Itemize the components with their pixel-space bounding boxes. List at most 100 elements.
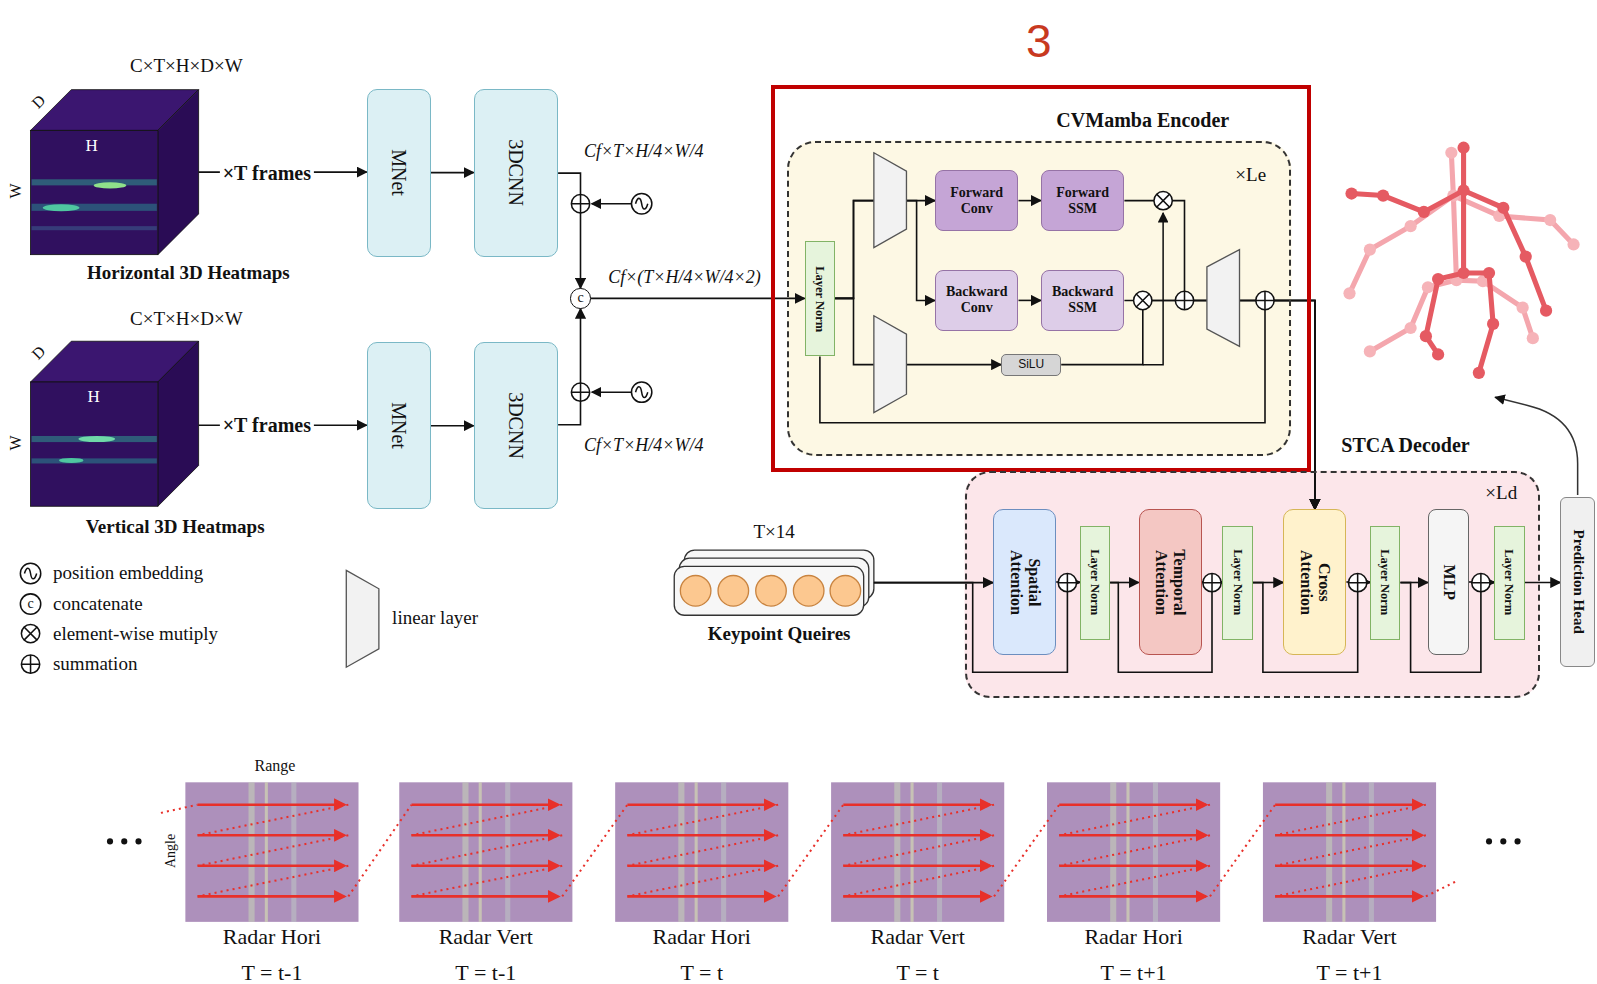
connector — [1019, 300, 1041, 302]
block-heading: STCA Decoder — [1341, 434, 1469, 457]
block-heading: ×Le — [1235, 164, 1266, 186]
heatmap-cube: C×T×H×D×WVertical 3D Heatmaps — [31, 341, 199, 509]
connector — [1061, 301, 1315, 510]
node-label: Temporal Attention — [1152, 535, 1189, 629]
frame-label: Radar Vert — [1302, 924, 1396, 949]
node-label: Backward SSM — [1045, 284, 1121, 316]
encoder-block: ×LeLayer Norm Forward Conv Forward SSM Back… — [787, 141, 1291, 457]
legend-label: summation — [53, 653, 137, 675]
axis-label: D — [28, 91, 49, 112]
norm-box: Layer Norm — [1080, 526, 1111, 640]
heatmap-cube: C×T×H×D×WHorizontal 3D Heatmaps — [31, 90, 199, 255]
block-heading: C×T×H×D×W — [130, 55, 243, 77]
norm-box: Layer Norm — [805, 241, 836, 356]
output-box: Prediction Head — [1560, 497, 1595, 667]
time-label: T = t+1 — [1317, 960, 1383, 984]
connector — [558, 173, 580, 288]
block-heading: CVMamba Encoder — [1056, 109, 1229, 132]
axis-label: H — [86, 136, 98, 156]
highlight-box: CVMamba Encoder ×LeLayer Norm Forward Conv… — [771, 85, 1311, 472]
node-label: MNet — [387, 347, 410, 504]
frame-label: Radar Hori — [653, 924, 751, 949]
connector — [558, 309, 580, 425]
node-label: Layer Norm — [1230, 531, 1244, 635]
node-label: Layer Norm — [813, 246, 827, 351]
node-label: Layer Norm — [1378, 531, 1392, 635]
frame-label: Radar Vert — [439, 924, 533, 949]
axis-label: H — [88, 387, 100, 407]
connector — [431, 172, 474, 174]
block-heading: C×T×H×D×W — [130, 308, 243, 330]
process-box: Forward Conv — [935, 170, 1019, 231]
attention-box: Cross Attention — [1283, 509, 1346, 655]
node-label: Cross Attention — [1296, 535, 1333, 629]
attention-box: Spatial Attention — [993, 509, 1056, 655]
node-label: 3DCNN — [504, 347, 527, 504]
axis-label: D — [28, 343, 49, 364]
connector — [1124, 201, 1315, 510]
edge-label: ×T frames — [220, 162, 314, 185]
query-stack: T×14Keypoint Queires — [674, 550, 874, 615]
node-label: MNet — [387, 94, 410, 252]
legend-label: concatenate — [53, 593, 143, 615]
process-box: MNet — [367, 342, 431, 509]
block-heading: Keypoint Queires — [708, 623, 851, 645]
time-label: T = t+1 — [1101, 960, 1167, 984]
frame-label: Radar Vert — [871, 924, 965, 949]
node-label: c — [577, 290, 583, 306]
connector — [1019, 200, 1041, 202]
axis-label: W — [7, 435, 25, 450]
process-box: MLP — [1428, 509, 1469, 655]
block-heading: Horizontal 3D Heatmaps — [87, 262, 290, 284]
block-heading: Vertical 3D Heatmaps — [86, 516, 265, 538]
time-label: T = t — [680, 960, 723, 984]
process-box: 3DCNN — [474, 342, 559, 509]
callout-number: 3 — [1026, 14, 1052, 67]
node-label: Forward SSM — [1045, 185, 1121, 217]
block-heading: ×Ld — [1485, 482, 1517, 504]
dimension-label: Cf×(T×H/4×W/4×2) — [608, 267, 761, 288]
dimension-label: Cf×T×H/4×W/4 — [584, 435, 703, 456]
legend-label: linear layer — [392, 607, 478, 629]
axis-label: Angle — [163, 834, 179, 868]
connector — [1525, 582, 1561, 584]
node-label: 3DCNN — [504, 94, 527, 252]
process-box: MNet — [367, 89, 431, 257]
block-heading: T×14 — [753, 521, 794, 543]
process-box: Backward Conv — [935, 270, 1019, 331]
node-label: Prediction Head — [1569, 502, 1586, 662]
frame-label: Radar Hori — [223, 924, 321, 949]
node-label: Layer Norm — [1088, 531, 1102, 635]
symbol-letter: c — [27, 596, 33, 612]
node-label: Forward Conv — [939, 185, 1015, 217]
node-label: Spatial Attention — [1006, 535, 1043, 629]
axis-label: Range — [255, 757, 296, 775]
concat-symbol: c — [570, 288, 590, 308]
legend-label: element-wise mutiply — [53, 623, 218, 645]
activation-box: SiLU — [1001, 354, 1061, 375]
frame-label: Radar Hori — [1084, 924, 1182, 949]
norm-box: Layer Norm — [1222, 526, 1253, 640]
time-label: T = t-1 — [241, 960, 302, 984]
node-label: Layer Norm — [1502, 531, 1516, 635]
time-label: T = t-1 — [455, 960, 516, 984]
time-label: T = t — [896, 960, 939, 984]
process-box: Backward SSM — [1041, 270, 1125, 331]
node-label: Backward Conv — [939, 284, 1015, 316]
decoder-block: STCA Decoder×LdSpatial AttentionLayer No… — [965, 471, 1540, 698]
process-box: Forward SSM — [1041, 170, 1125, 231]
attention-box: Temporal Attention — [1139, 509, 1202, 655]
norm-box: Layer Norm — [1494, 526, 1525, 640]
legend-label: position embedding — [53, 562, 203, 584]
process-box: 3DCNN — [474, 89, 559, 257]
connector — [820, 301, 1315, 510]
axis-label: W — [7, 184, 25, 199]
dimension-label: Cf×T×H/4×W/4 — [584, 140, 703, 161]
norm-box: Layer Norm — [1370, 526, 1401, 640]
edge-label: ×T frames — [220, 413, 314, 436]
node-label: MLP — [1439, 514, 1457, 649]
connector — [431, 425, 474, 427]
